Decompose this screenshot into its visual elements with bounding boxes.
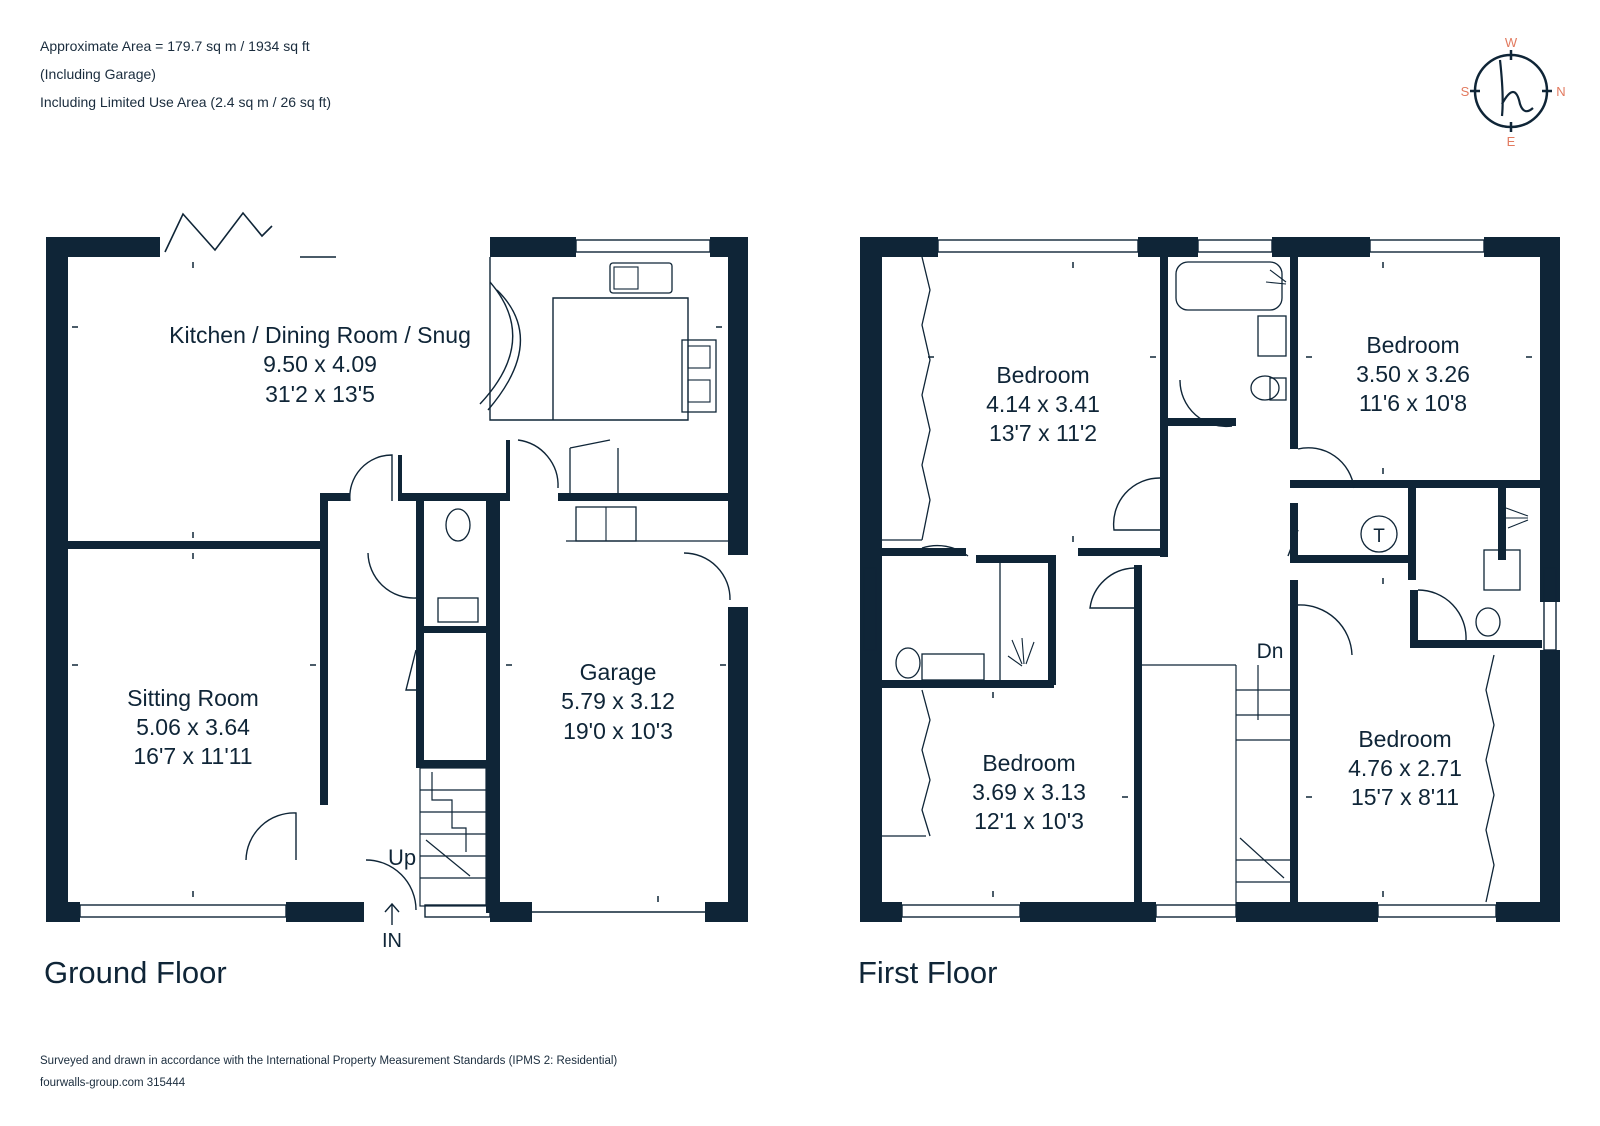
compass-north: N [1556, 84, 1565, 99]
bedroom-1-name: Bedroom [996, 362, 1089, 388]
sitting-room-metric: 5.06 x 3.64 [136, 714, 250, 740]
garage-metric: 5.79 x 3.12 [561, 688, 675, 714]
kitchen-metric: 9.50 x 4.09 [263, 351, 377, 377]
stairs-down-label: Dn [1257, 640, 1284, 663]
area-note-limited-use: Including Limited Use Area (2.4 sq m / 2… [40, 94, 332, 110]
bedroom-1-metric: 4.14 x 3.41 [986, 391, 1100, 417]
entrance-label: IN [382, 930, 402, 952]
bedroom-3-name: Bedroom [982, 750, 1075, 776]
bedroom-4-name: Bedroom [1358, 726, 1451, 752]
compass-east: E [1507, 134, 1516, 149]
bedroom-3-imperial: 12'1 x 10'3 [974, 808, 1084, 834]
logo-h-mark [1498, 59, 1534, 117]
stairs-up-label: Up [388, 845, 416, 870]
compass-ring [1473, 53, 1549, 129]
bedroom-2-name: Bedroom [1366, 332, 1459, 358]
area-note-total: Approximate Area = 179.7 sq m / 1934 sq … [40, 38, 310, 54]
area-note-garage: (Including Garage) [40, 66, 156, 82]
kitchen-name: Kitchen / Dining Room / Snug [169, 322, 471, 348]
garage-name: Garage [580, 659, 657, 685]
compass-rose: W S N E [1461, 35, 1566, 149]
footer-standards-note: Surveyed and drawn in accordance with th… [40, 1055, 618, 1067]
bedroom-2-imperial: 11'6 x 10'8 [1359, 390, 1467, 416]
bedroom-4-metric: 4.76 x 2.71 [1348, 755, 1462, 781]
sitting-room-name: Sitting Room [127, 685, 259, 711]
bedroom-3-metric: 3.69 x 3.13 [972, 779, 1086, 805]
tank-label: T [1373, 526, 1385, 547]
bedroom-2-metric: 3.50 x 3.26 [1356, 361, 1470, 387]
ground-floor-plan: Kitchen / Dining Room / Snug 9.50 x 4.09… [46, 211, 748, 952]
bedroom-1-imperial: 13'7 x 11'2 [989, 420, 1097, 446]
compass-west: W [1505, 35, 1518, 50]
footer-reference: fourwalls-group.com 315444 [40, 1077, 186, 1089]
compass-south: S [1461, 84, 1470, 99]
bedroom-4-imperial: 15'7 x 8'11 [1351, 784, 1459, 810]
garage-imperial: 19'0 x 10'3 [563, 718, 673, 744]
first-floor-plan: Bedroom 4.14 x 3.41 13'7 x 11'2 Bedroom … [860, 237, 1560, 922]
ground-floor-title: Ground Floor [44, 955, 227, 990]
kitchen-imperial: 31'2 x 13'5 [265, 381, 375, 407]
sitting-room-imperial: 16'7 x 11'11 [133, 743, 252, 769]
first-floor-title: First Floor [858, 955, 998, 990]
